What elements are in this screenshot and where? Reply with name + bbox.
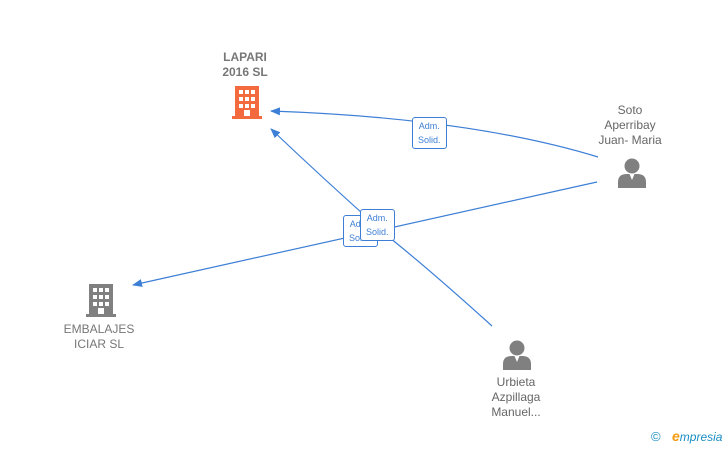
urbieta-label[interactable]: Urbieta Azpillaga Manuel... bbox=[476, 375, 556, 420]
edge-label-soto-lapari-line1: Adm. bbox=[418, 121, 440, 131]
soto-label-line1: Soto bbox=[617, 103, 643, 117]
edge-label-soto-lapari-line2: Solid. bbox=[418, 135, 441, 145]
edge-soto-to-lapari bbox=[270, 107, 599, 158]
soto-label[interactable]: Soto Aperribay Juan- Maria bbox=[590, 103, 670, 148]
lapari-label-line1: LAPARI bbox=[223, 50, 267, 64]
soto-label-line3: Juan- Maria bbox=[598, 133, 662, 147]
lapari-label[interactable]: LAPARI 2016 SL bbox=[214, 50, 276, 80]
soto-label-line2: Aperribay bbox=[604, 118, 656, 132]
urbieta-person-icon[interactable] bbox=[503, 340, 531, 371]
embalajes-label-line2: ICIAR SL bbox=[73, 337, 124, 351]
lapari-label-line2: 2016 SL bbox=[222, 65, 268, 79]
urbieta-label-line3: Manuel... bbox=[491, 405, 541, 419]
urbieta-label-line2: Azpillaga bbox=[491, 390, 541, 404]
embalajes-label-line1: EMBALAJES bbox=[63, 322, 135, 336]
embalajes-building-icon[interactable] bbox=[86, 284, 116, 317]
edge-label-urbieta-lapari-line1: Adm. bbox=[366, 213, 388, 223]
lapari-building-icon[interactable] bbox=[232, 86, 262, 119]
edge-label-urbieta-lapari-line2: Solid. bbox=[366, 227, 389, 237]
embalajes-label[interactable]: EMBALAJES ICIAR SL bbox=[60, 322, 138, 352]
soto-person-icon[interactable] bbox=[618, 158, 646, 189]
empresia-logo[interactable]: empresia bbox=[672, 428, 722, 444]
edge-label-urbieta-lapari[interactable]: Adm. Solid. bbox=[360, 209, 395, 241]
urbieta-label-line1: Urbieta bbox=[496, 375, 536, 389]
copyright-icon: © bbox=[651, 429, 661, 444]
brand-rest: mpresia bbox=[679, 430, 723, 444]
brand-initial: e bbox=[672, 428, 680, 444]
edge-label-soto-lapari[interactable]: Adm. Solid. bbox=[412, 117, 447, 149]
